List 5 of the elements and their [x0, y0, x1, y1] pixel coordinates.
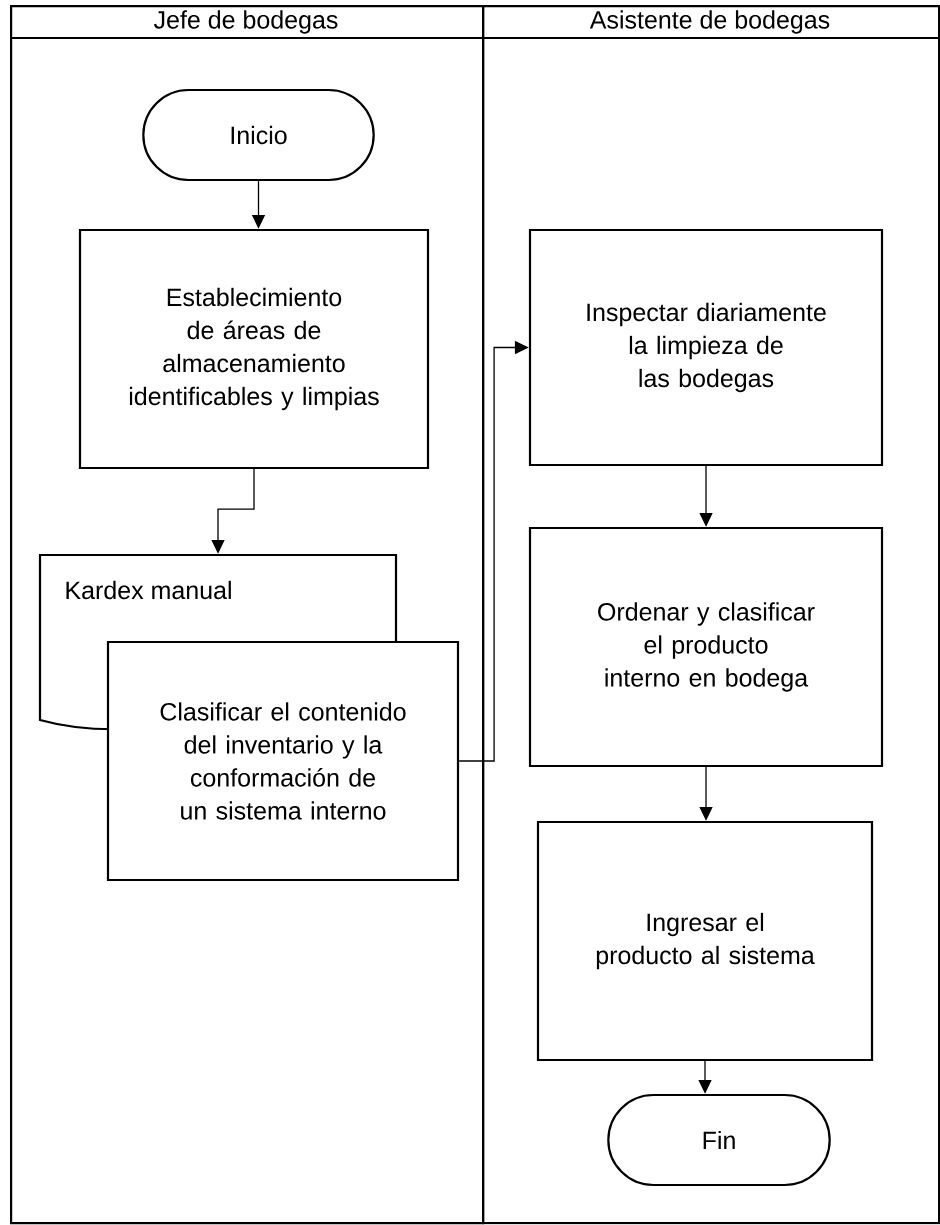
process-box: Ingresar el producto al sistema	[536, 820, 874, 1062]
process-box: Ordenar y clasificar el producto interno en bodega	[528, 526, 884, 768]
process-box: Clasificar el contenido del inventario y la conformación de un sistema interno	[106, 640, 460, 882]
process-box: Inspectar diariamente la limpieza de las bodegas	[528, 228, 884, 467]
process-box: Establecimiento de áreas de almacenamiento identificables y limpias	[78, 228, 430, 470]
